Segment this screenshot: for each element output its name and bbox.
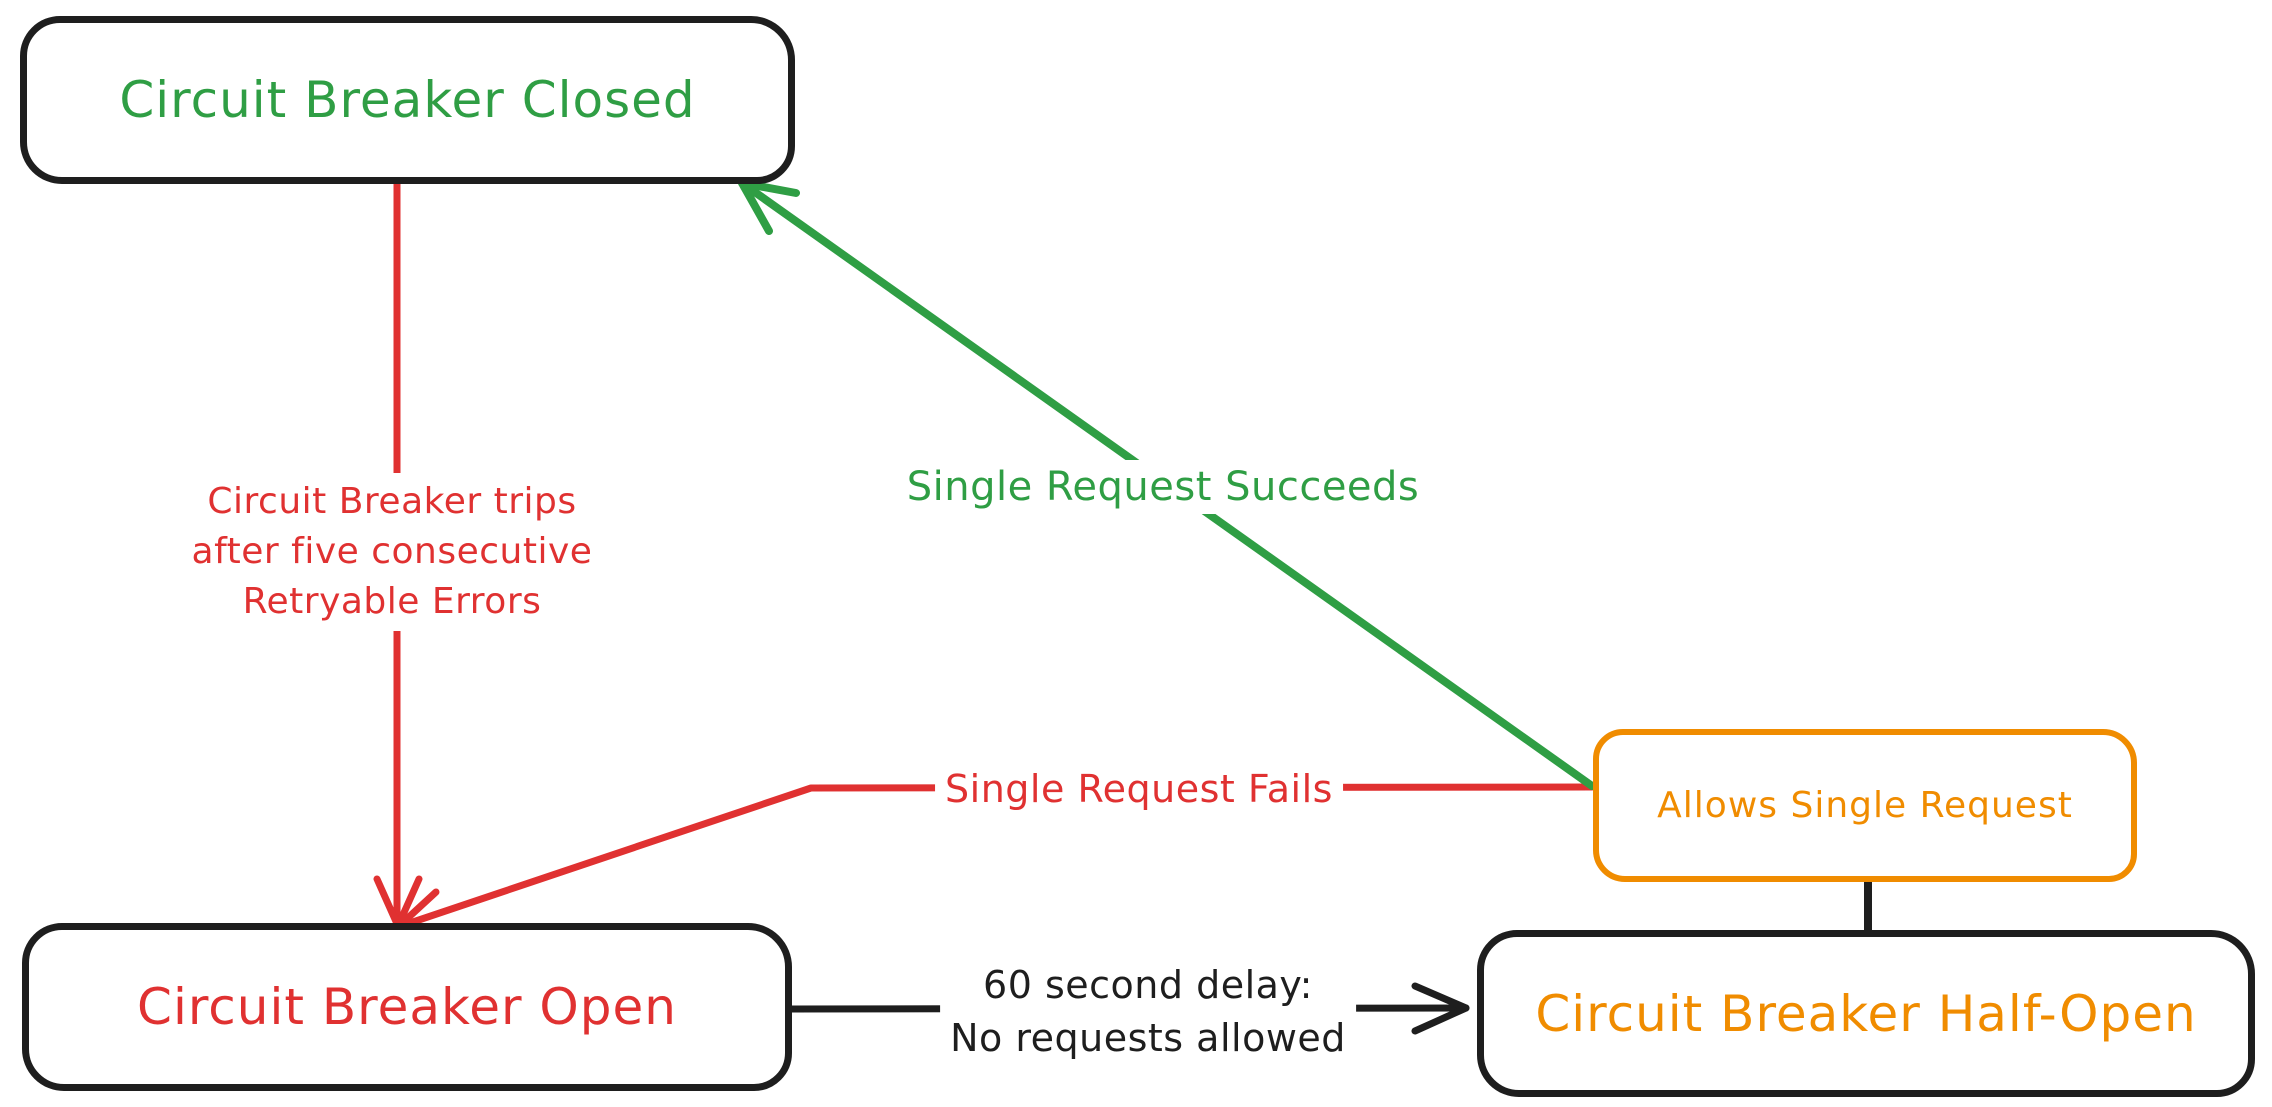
edge-label-fails: Single Request Fails bbox=[935, 763, 1343, 815]
node-circuit-breaker-closed: Circuit Breaker Closed bbox=[20, 16, 795, 184]
edge-label-delay-line-2: No requests allowed bbox=[950, 1016, 1346, 1060]
edge-label-trip-line-3: Retryable Errors bbox=[242, 581, 542, 622]
node-allows-label: Allows Single Request bbox=[1657, 785, 2073, 826]
edge-label-delay-line-1: 60 second delay: bbox=[983, 963, 1313, 1007]
delay-arrowhead bbox=[1411, 982, 1470, 1035]
node-allows-single-request: Allows Single Request bbox=[1593, 729, 2137, 882]
node-circuit-breaker-open: Circuit Breaker Open bbox=[22, 923, 792, 1091]
edge-label-trip-line-2: after five consecutive bbox=[191, 531, 593, 572]
node-open-label: Circuit Breaker Open bbox=[137, 978, 677, 1036]
node-half-open-label: Circuit Breaker Half-Open bbox=[1535, 984, 2197, 1043]
node-closed-label: Circuit Breaker Closed bbox=[119, 71, 696, 129]
edge-label-trip: Circuit Breaker trips after five consecu… bbox=[181, 473, 603, 631]
edge-label-succeeds: Single Request Succeeds bbox=[896, 460, 1430, 514]
edge-label-trip-line-1: Circuit Breaker trips bbox=[207, 481, 577, 522]
node-circuit-breaker-half-open: Circuit Breaker Half-Open bbox=[1477, 930, 2255, 1097]
edge-label-delay: 60 second delay: No requests allowed bbox=[940, 955, 1356, 1069]
